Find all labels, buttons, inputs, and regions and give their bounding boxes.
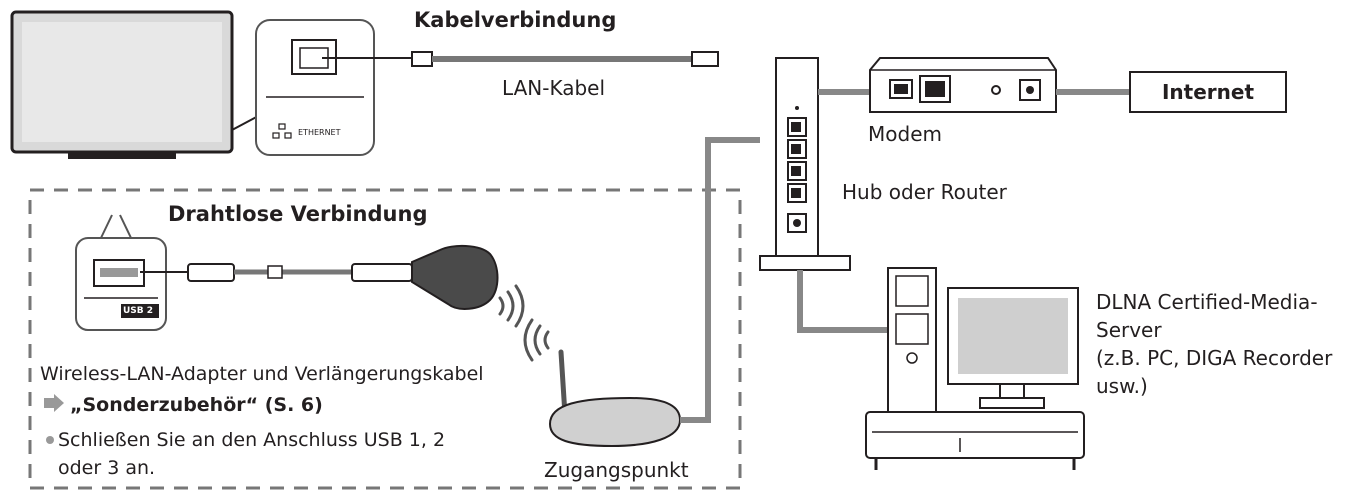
wireless-region-border — [28, 188, 742, 490]
ap-to-hub-cable — [680, 137, 760, 423]
ethernet-port-callout — [255, 19, 375, 156]
usb-note-line2: oder 3 an. — [58, 457, 156, 479]
usb-note-line1: Schließen Sie an den Anschluss USB 1, 2 — [58, 429, 446, 451]
ethernet-icon — [272, 123, 292, 139]
wired-connection-title: Kabelverbindung — [414, 8, 617, 32]
wireless-adapter-label: Wireless-LAN-Adapter und Verlängerungska… — [40, 363, 484, 385]
hub-router-label: Hub oder Router — [842, 180, 1007, 204]
hub-to-pc-cable — [797, 270, 888, 333]
usb-port-label: USB 2 — [123, 306, 154, 316]
hub-router-icon — [759, 57, 851, 271]
monitor-icon — [947, 287, 1079, 409]
usb-extension-cable — [140, 263, 413, 282]
wireless-adapter-icon — [411, 244, 499, 310]
modem-icon — [869, 57, 1057, 113]
lan-cable — [322, 51, 719, 67]
wireless-connection-title: Drahtlose Verbindung — [168, 202, 428, 226]
bullet-icon — [46, 436, 54, 444]
internet-label: Internet — [1161, 80, 1255, 104]
wifi-signal-icon — [498, 284, 525, 328]
modem-label: Modem — [868, 122, 942, 146]
dlna-label-line1: DLNA Certified-Media- — [1096, 290, 1318, 314]
dlna-label-line4: usw.) — [1096, 374, 1148, 398]
access-point-label: Zugangspunkt — [544, 458, 689, 482]
tv-icon — [10, 10, 263, 159]
access-point-icon — [548, 349, 682, 448]
recorder-icon — [865, 411, 1085, 470]
accessory-reference-link[interactable]: „Sonderzubehör“ (S. 6) — [70, 394, 323, 416]
arrow-icon — [44, 394, 64, 412]
internet-box — [1129, 71, 1287, 113]
lan-cable-label: LAN-Kabel — [502, 76, 606, 100]
wifi-signal-icon-ap — [523, 318, 550, 362]
dlna-label-line3: (z.B. PC, DIGA Recorder — [1096, 346, 1333, 370]
dlna-label-line2: Server — [1096, 318, 1162, 342]
usb-port-callout — [75, 214, 167, 331]
ethernet-port-label: ETHERNET — [298, 128, 341, 137]
